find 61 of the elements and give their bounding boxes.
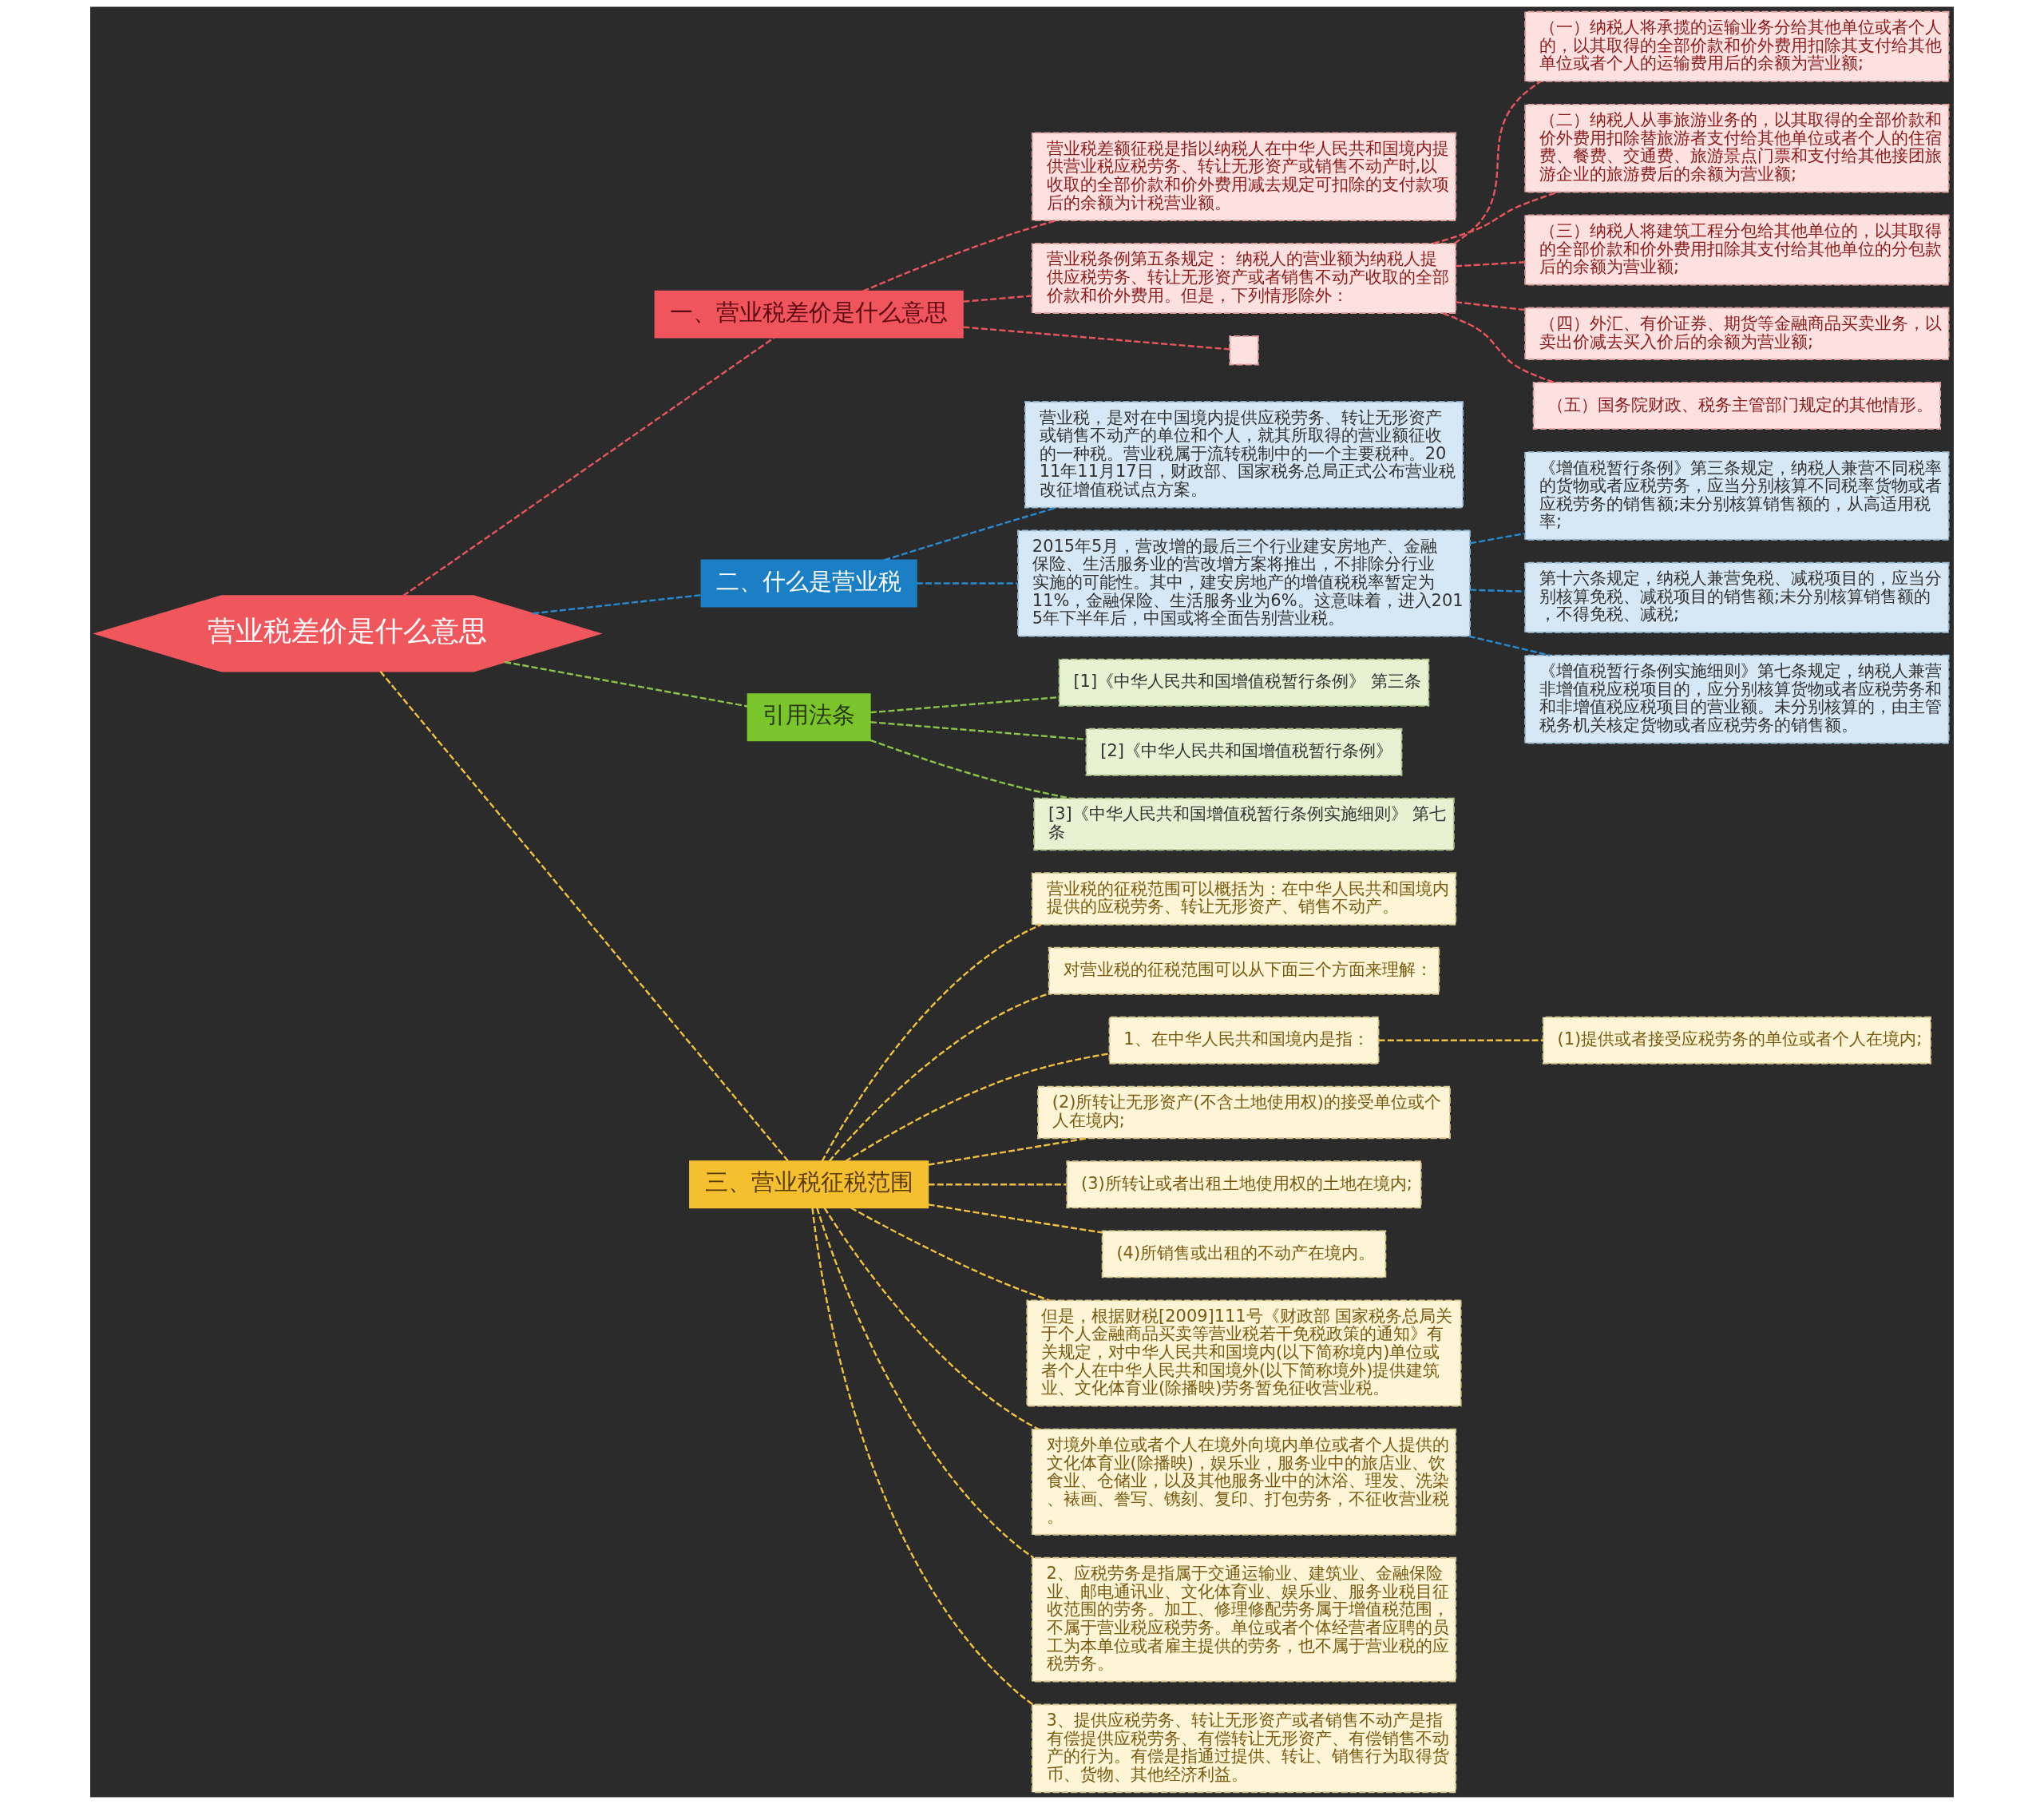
node-box: （一）纳税人将承揽的运输业务分给其他单位或者个人的，以其取得的全部价款和价外费用扣除其支付给其他单位或者个人的运输费用后的余额为营业额;: [1524, 10, 1950, 82]
connector: [928, 1184, 1067, 1186]
node-box: 2015年5月，营改增的最后三个行业建安房地产、金融保险、生活服务业的营改增方案将推出，不排除分行业实施的可能性。其中，建安房地产的增值税税率暂定为11%，金融保险、生活服务业为6%。这意味着，进入2015年下半年后，中国或将全面告别营业税。: [1017, 529, 1471, 637]
connector: [1456, 301, 1526, 311]
node-box: （三）纳税人将建筑工程分包给其他单位的，以其取得的全部价款和价外费用扣除其支付给其他单位的分包款后的余额为营业额;: [1524, 214, 1950, 286]
connector: [821, 923, 1042, 1162]
node-box: 《增值税暂行条例》第三条规定，纳税人兼营不同税率的货物或者应税劳务，应当分别核算不同税率货物或者应税劳务的销售额;未分别核算销售额的，从高适用税率;: [1524, 451, 1950, 541]
node-box: (1)提供或者接受应税劳务的单位或者个人在境内;: [1542, 1016, 1931, 1065]
node-box: 三、营业税征税范围: [689, 1160, 929, 1209]
node-box: [1]《中华人民共和国增值税暂行条例》 第三条: [1058, 658, 1430, 707]
connector: [845, 1053, 1110, 1163]
node-box: 营业税差额征税是指以纳税人在中华人民共和国境内提供营业税应税劳务、转让无形资产或销售不动产时,以收取的全部价款和价外费用减去规定可扣除的支付款项后的余额为计税营业额。: [1031, 132, 1457, 221]
node-box: 引用法条: [747, 693, 871, 742]
node-box: 营业税条例第五条规定： 纳税人的营业额为纳税人提供应税劳务、转让无形资产或者销售不动产收取的全部价款和价外费用。但是，下列情形除外：: [1031, 243, 1457, 314]
connector: [505, 660, 748, 708]
node-box: （二）纳税人从事旅游业务的，以其取得的全部价款和价外费用扣除替旅游者支付给其他单位或者个人的住宿费、餐费、交通费、旅游景点门票和支付给其他接团旅游企业的旅游费后的余额为营业额;: [1524, 103, 1950, 193]
connector: [402, 336, 775, 597]
connector: [828, 993, 1049, 1163]
connector: [533, 593, 702, 615]
connector: [916, 582, 1018, 585]
node-box: [2]《中华人民共和国增值税暂行条例》: [1085, 728, 1403, 776]
connector: [1453, 81, 1542, 244]
connector: [379, 671, 789, 1162]
connector: [1470, 589, 1525, 593]
node-box: 对营业税的征税范围可以从下面三个方面来理解：: [1048, 946, 1440, 995]
node-box: （五）国务院财政、税务主管部门规定的其他情形。: [1532, 382, 1942, 430]
node-box: 2、应税劳务是指属于交通运输业、建筑业、金融保险业、邮电通讯业、文化体育业、娱乐业、服务业税目征收范围的劳务。加工、修理修配劳务属于增值税范围，不属于营业税应税劳务。单位或者个体经营者应聘的员工为本单位或者雇主提供的劳务，也不属于营业税的应税劳务。: [1031, 1556, 1457, 1683]
connector: [963, 295, 1032, 303]
connector: [1432, 191, 1559, 245]
connector: [1468, 635, 1551, 656]
node-box: (3)所转让或者出租土地使用权的土地在境内;: [1066, 1160, 1422, 1209]
connector: [869, 739, 1071, 799]
node-box: 1、在中华人民共和国境内是指：: [1108, 1016, 1380, 1065]
node-box: （四）外汇、有价证券、期货等金融商品买卖业务，以卖出价减去买入价后的余额为营业额;: [1524, 307, 1950, 361]
node-box: [3]《中华人民共和国增值税暂行条例实施细则》 第七条: [1033, 797, 1455, 851]
connector: [1456, 261, 1526, 268]
connector: [850, 1207, 1050, 1302]
connector: [816, 1207, 1035, 1559]
node-box: 对境外单位或者个人在境外向境内单位或者个人提供的文化体育业(除播映)，娱乐业，服务业中的旅店业、饮食业、仓储业，以及其他服务业中的沐浴、理发、洗染、裱画、誊写、镌刻、复印、打包劳务，不征收营业税。: [1031, 1428, 1457, 1536]
connector: [1469, 532, 1525, 545]
connector: [811, 1207, 1034, 1706]
node-box: 营业税的征税范围可以概括为：在中华人民共和国境内提供的应税劳务、转让无形资产、销售不动产。: [1031, 872, 1457, 926]
connector: [884, 506, 1058, 561]
node-box: 一、营业税差价是什么意思: [654, 290, 964, 339]
node-box: 二、什么是营业税: [700, 559, 917, 608]
connector: [928, 1137, 1088, 1166]
node-box: [1229, 335, 1259, 366]
connector: [862, 219, 1057, 292]
connector: [870, 696, 1060, 714]
node-box: 但是，根据财税[2009]111号《财政部 国家税务总局关于个人金融商品买卖等营业税若干免税政策的通知》有关规定，对中华人民共和国境内(以下简称境内)单位或者个人在中华人民共和国境外(以下简称境外)提供建筑业、文化体育业(除播映)劳务暂免征收营业税。: [1026, 1299, 1462, 1407]
node-box: (2)所转让无形资产(不含土地使用权)的接受单位或个人在境内;: [1037, 1085, 1451, 1140]
node-box: 《增值税暂行条例实施细则》第七条规定，纳税人兼营非增值税应税项目的，应分别核算货物或者应税劳务和和非增值税应税项目的营业额。未分别核算的，由主管税务机关核定货物或者应税劳务的销售额。: [1524, 654, 1950, 744]
connector: [823, 1207, 1040, 1430]
node-box: 3、提供应税劳务、转让无形资产或者销售不动产是指有偿提供应税劳务、有偿转让无形资产、有偿销售不动产的行为。有偿是指通过提供、转让、销售行为取得货币、货物、其他经济利益。: [1031, 1703, 1457, 1794]
node-box: 营业税，是对在中国境内提供应税劳务、转让无形资产或销售不动产的单位和个人，就其所取得的营业额征收的一种税。营业税属于流转税制中的一个主要税种。2011年11月17日，财政部、国家税务总局正式公布营业税改征增值税试点方案。: [1024, 401, 1464, 509]
node-box: 第十六条规定，纳税人兼营免税、减税项目的，应当分别核算免税、减税项目的销售额;未分别核算销售额的，不得免税、减税;: [1524, 561, 1950, 633]
connector: [928, 1203, 1103, 1234]
connector: [1442, 312, 1555, 384]
node-box: (4)所销售或出租的不动产在境内。: [1101, 1230, 1387, 1279]
connector: [963, 326, 1230, 351]
connector: [1378, 1039, 1543, 1041]
